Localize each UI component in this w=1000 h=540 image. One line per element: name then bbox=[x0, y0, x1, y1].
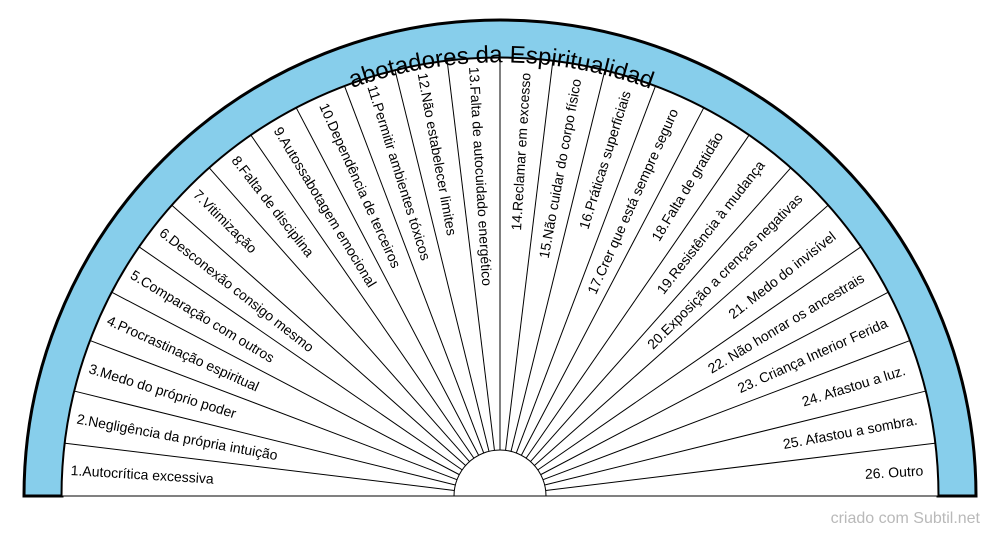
sector-divider bbox=[171, 205, 466, 466]
sector-divider bbox=[525, 135, 750, 459]
sector-divider bbox=[250, 135, 475, 459]
sector-divider bbox=[540, 292, 889, 476]
sector-divider bbox=[505, 61, 554, 451]
sector-divider bbox=[296, 107, 480, 456]
sector-label-26: 26. Outro bbox=[864, 462, 923, 482]
sector-divider bbox=[209, 167, 470, 462]
sector-divider bbox=[542, 340, 910, 481]
sector-divider bbox=[394, 70, 490, 452]
sector-divider bbox=[111, 292, 460, 476]
sector-dividers bbox=[65, 58, 935, 491]
sector-divider bbox=[515, 86, 656, 454]
footer-credit: criado com Subtil.net bbox=[830, 510, 980, 527]
sector-divider bbox=[139, 246, 463, 471]
sector-divider bbox=[530, 167, 791, 462]
sector-divider bbox=[446, 61, 495, 451]
sector-divider bbox=[534, 205, 829, 466]
sector-divider bbox=[520, 107, 704, 456]
center-hub bbox=[453, 449, 547, 497]
sector-divider bbox=[65, 442, 455, 491]
sector-divider bbox=[344, 86, 485, 454]
sector-divider bbox=[544, 390, 926, 486]
sector-divider bbox=[510, 70, 606, 452]
sector-divider bbox=[537, 246, 861, 471]
sector-divider bbox=[74, 390, 456, 486]
sector-divider bbox=[90, 340, 458, 481]
sector-divider bbox=[545, 442, 935, 491]
